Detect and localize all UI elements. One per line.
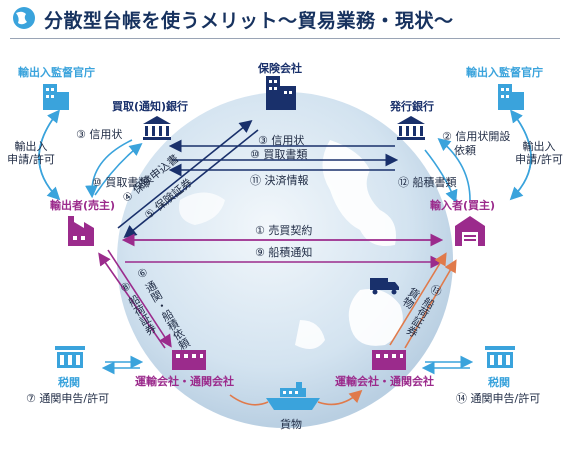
building-icon [43,84,69,110]
purchase-docs-left-label: ⑩ 買取書類 [92,176,150,189]
title-divider [10,38,560,39]
left-authority-flow-label: 輸出入 申請/許可 [7,140,55,166]
customs-office-icon [55,346,85,368]
warehouse-icon [455,216,485,246]
shipping-notice-label: ⑨ 船積通知 [255,246,313,259]
import-authority-label: 輸出入監督官庁 [466,66,543,79]
settlement-label: ⑪ 決済情報 [250,174,309,187]
carrier-right-label: 運輸会社・通関会社 [335,375,434,388]
customs-right-declaration-label: ⑭ 通関申告/許可 [456,392,541,405]
ship-goods-label: 貨物 [280,418,302,431]
lc-left-label: ③ 信用状 [76,128,123,141]
lc-top-label: ③ 信用状 [258,134,305,147]
customs-right-label: 税関 [488,376,510,389]
insurance-label: 保険会社 [258,62,302,75]
export-authority-label: 輸出入監督官庁 [18,66,95,79]
building-icon [266,76,296,110]
building-icon [498,84,524,110]
page-title: 分散型台帳を使うメリット～貿易業務・現状～ [44,10,454,32]
purchase-docs-top-label: ⑩ 買取書類 [250,148,308,161]
building-icon [172,350,206,370]
carrier-left-label: 運輸会社・通関会社 [135,375,234,388]
right-authority-flow-label: 輸出入 申請/許可 [515,140,563,166]
ship-icon [266,382,320,410]
building-icon [372,350,406,370]
shipping-docs-right-label: ⑫ 船積書類 [398,176,457,189]
truck-icon [370,278,399,295]
bank-icon [143,116,171,140]
buying-bank-label: 買取(通知)銀行 [112,100,189,113]
customs-office-icon [485,346,515,368]
factory-icon [68,216,94,246]
customs-left-label: 税関 [58,376,80,389]
customs-left-declaration-label: ⑦ 通関申告/許可 [26,392,110,405]
sales-contract-label: ① 売買契約 [255,224,313,237]
issuing-bank-label: 発行銀行 [390,100,434,113]
exporter-label: 輸出者(売主) [50,199,116,212]
lc-open-label: ② 信用状開設 依頼 [442,130,511,157]
bank-icon [397,116,425,140]
importer-label: 輸入者(買主) [430,199,496,212]
